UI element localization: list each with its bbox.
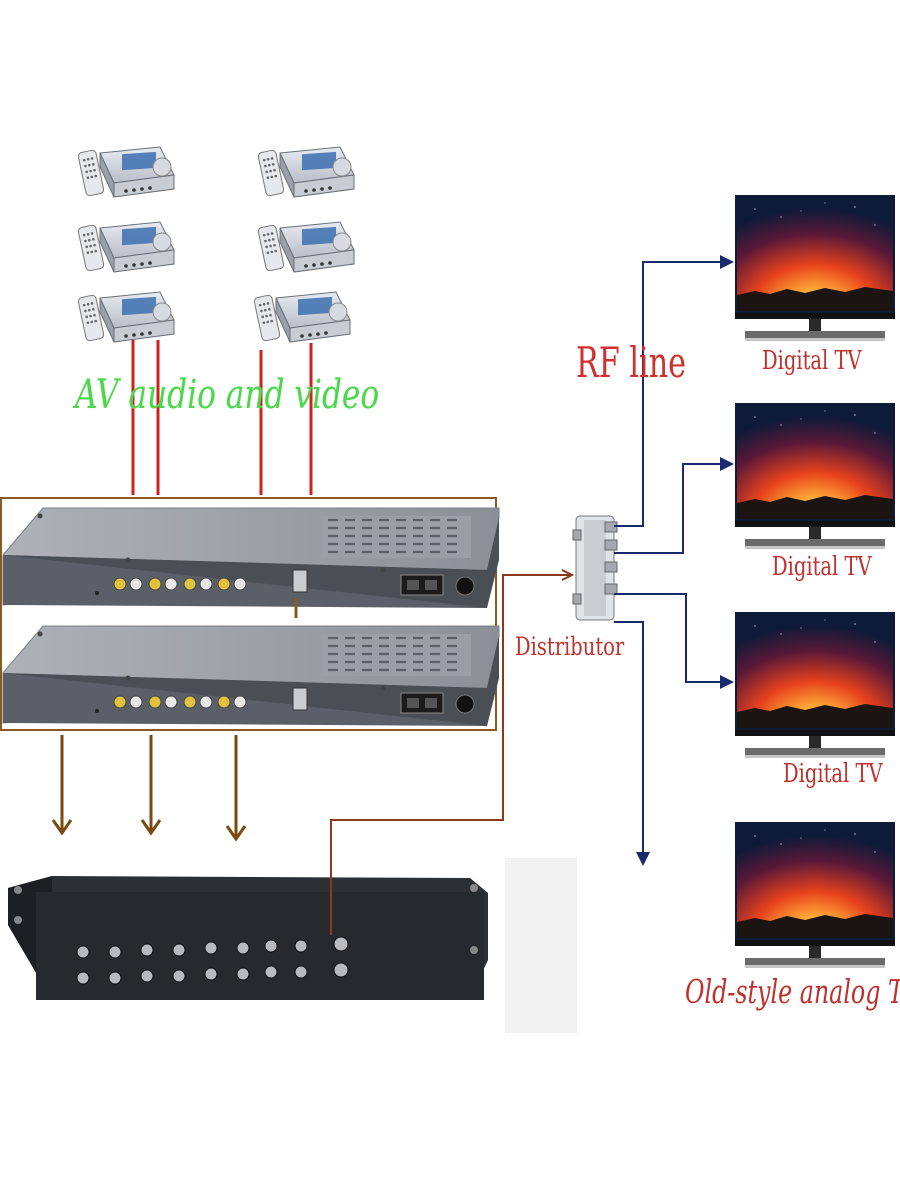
combiner-to-distributor-arrowhead [561,569,575,581]
rf-lines [614,261,722,856]
rf-arrowhead-4 [636,852,650,866]
rf-line-1 [614,261,722,527]
receiver-5 [77,291,175,343]
tv-digital-3-label: Digital TV [783,759,883,789]
tv-digital-2-label: Digital TV [772,552,872,582]
receiver-2 [257,146,355,198]
combiner-rack [8,858,577,1033]
rf-splitter [572,515,618,621]
output-arrow-3-head [225,825,247,842]
tv-digital-3 [735,612,895,758]
tv-analog-label: Old-style analog TV [685,972,900,1011]
distributor-label: Distributor [515,632,625,661]
output-arrow-1-head [51,819,73,836]
rf-line-4 [614,621,644,856]
receiver-1 [77,146,175,198]
rf-arrowhead-2 [720,457,734,471]
receiver-4 [257,221,355,273]
output-arrows [51,735,247,842]
av-audio-video-label: AV audio and video [75,372,380,418]
rf-arrowheads [636,255,734,866]
tv-analog [735,822,895,968]
combiner-to-distributor-cable [330,574,570,935]
rf-arrowhead-3 [720,675,734,689]
av-cables [131,340,313,495]
rf-arrowhead-1 [720,255,734,269]
receiver-6 [253,291,351,343]
output-arrow-2-head [140,819,162,836]
tv-digital-2 [735,403,895,549]
tv-digital-1 [735,195,895,341]
rf-line-label: RF line [576,338,687,387]
modulator-2 [1,624,501,728]
receiver-3 [77,221,175,273]
rf-line-3 [614,593,722,683]
modulator-1 [1,506,501,610]
rf-line-2 [614,463,722,554]
tv-digital-1-label: Digital TV [762,346,862,376]
